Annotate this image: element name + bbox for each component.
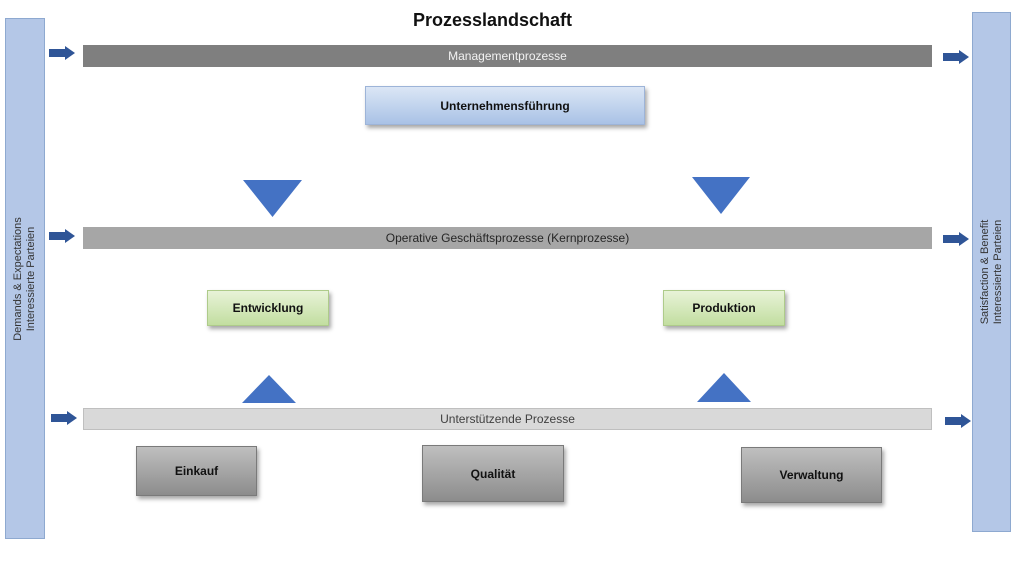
satisfaction-line-2: Interessierte Parteien — [991, 219, 1004, 325]
arrow-right-icon — [945, 414, 971, 428]
arrow-right-icon — [49, 229, 75, 243]
satisfaction-panel: Satisfaction & Benefit Interessierte Par… — [972, 12, 1011, 532]
triangle-up-icon — [697, 373, 751, 402]
production-box: Produktion — [663, 290, 785, 326]
triangle-up-icon — [242, 375, 296, 403]
arrow-right-icon — [51, 411, 77, 425]
diagram-title: Prozesslandschaft — [412, 10, 573, 30]
management-processes-band: Managementprozesse — [83, 45, 932, 67]
demands-line-1: Demands & Expectations — [12, 216, 24, 341]
development-box: Entwicklung — [207, 290, 329, 326]
satisfaction-text: Satisfaction & Benefit Interessierte Par… — [979, 220, 1005, 325]
quality-box: Qualität — [422, 445, 564, 502]
administration-box: Verwaltung — [741, 447, 882, 503]
support-processes-band: Unterstützende Prozesse — [83, 408, 932, 430]
arrow-right-icon — [943, 50, 969, 64]
core-processes-band: Operative Geschäftsprozesse (Kernprozess… — [83, 227, 932, 249]
satisfaction-line-1: Satisfaction & Benefit — [978, 219, 991, 325]
demands-line-2: Interessierte Parteien — [25, 226, 37, 331]
arrow-right-icon — [943, 232, 969, 246]
demands-text: Demands & Expectations Interessierte Par… — [12, 217, 38, 341]
leadership-box: Unternehmensführung — [365, 86, 645, 125]
triangle-down-icon — [243, 180, 302, 217]
purchasing-box: Einkauf — [136, 446, 257, 496]
demands-panel: Demands & Expectations Interessierte Par… — [5, 18, 45, 539]
arrow-right-icon — [49, 46, 75, 60]
triangle-down-icon — [692, 177, 750, 214]
